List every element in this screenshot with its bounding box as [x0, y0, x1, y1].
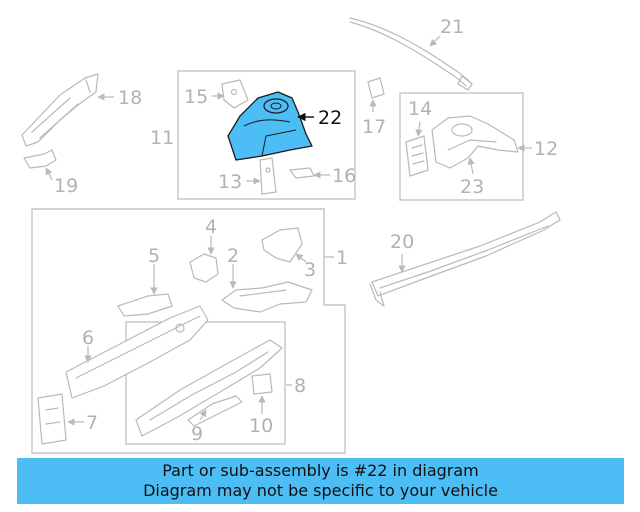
leader-21 — [429, 35, 441, 47]
callout-5: 5 — [148, 245, 160, 267]
callout-7: 7 — [86, 412, 98, 434]
part-8-shape[interactable] — [135, 339, 283, 437]
part-16-shape[interactable] — [289, 167, 315, 179]
callout-20: 20 — [390, 231, 414, 253]
callout-4: 4 — [205, 216, 217, 238]
part-12-shape[interactable] — [431, 115, 519, 169]
leader-23 — [467, 157, 475, 175]
part-17-shape[interactable] — [367, 77, 385, 99]
group-box-11 — [177, 70, 356, 200]
part-4-shape[interactable] — [189, 253, 219, 283]
callout-1: 1 — [336, 247, 348, 269]
callout-9: 9 — [191, 423, 203, 445]
callout-22: 22 — [318, 107, 342, 129]
part-6-shape[interactable] — [65, 305, 209, 399]
part-22-shape[interactable] — [227, 91, 313, 161]
callout-23: 23 — [460, 176, 484, 198]
part-3-shape[interactable] — [261, 227, 303, 263]
callout-19: 19 — [54, 175, 78, 197]
part-14-shape[interactable] — [405, 135, 429, 177]
part-18-shape[interactable] — [21, 73, 99, 147]
part-15-shape[interactable] — [221, 79, 249, 109]
part-5-shape[interactable] — [117, 293, 173, 317]
parts-diagram: 1 2 3 4 5 6 7 8 9 10 11 12 13 14 15 16 1… — [21, 16, 561, 454]
callout-12: 12 — [534, 138, 558, 160]
part-7-shape[interactable] — [37, 393, 67, 445]
part-13-shape[interactable] — [259, 157, 277, 195]
part-19-shape[interactable] — [23, 149, 57, 169]
leader-14 — [415, 121, 423, 137]
leader-9 — [199, 409, 207, 421]
callout-2: 2 — [227, 245, 239, 267]
part-10-shape[interactable] — [251, 373, 273, 395]
banner-line-2: Diagram may not be specific to your vehi… — [143, 481, 498, 500]
leader-3 — [295, 253, 307, 263]
leader-19 — [45, 167, 53, 181]
callout-3: 3 — [304, 259, 316, 281]
info-banner: Part or sub-assembly is #22 in diagram D… — [17, 458, 624, 504]
banner-line-1: Part or sub-assembly is #22 in diagram — [162, 461, 479, 480]
callout-18: 18 — [118, 87, 142, 109]
callout-13: 13 — [218, 171, 242, 193]
callout-10: 10 — [249, 415, 273, 437]
callout-8: 8 — [294, 375, 306, 397]
callout-11: 11 — [150, 127, 174, 149]
group-box-1 — [31, 208, 346, 454]
callout-17: 17 — [362, 116, 386, 138]
callout-21: 21 — [440, 16, 464, 38]
part-21-shape[interactable] — [349, 17, 473, 91]
callout-15: 15 — [184, 86, 208, 108]
part-2-shape[interactable] — [221, 281, 313, 313]
part-20-shape[interactable] — [369, 211, 561, 307]
callout-14: 14 — [408, 98, 432, 120]
callout-6: 6 — [82, 327, 94, 349]
callout-16: 16 — [332, 165, 356, 187]
